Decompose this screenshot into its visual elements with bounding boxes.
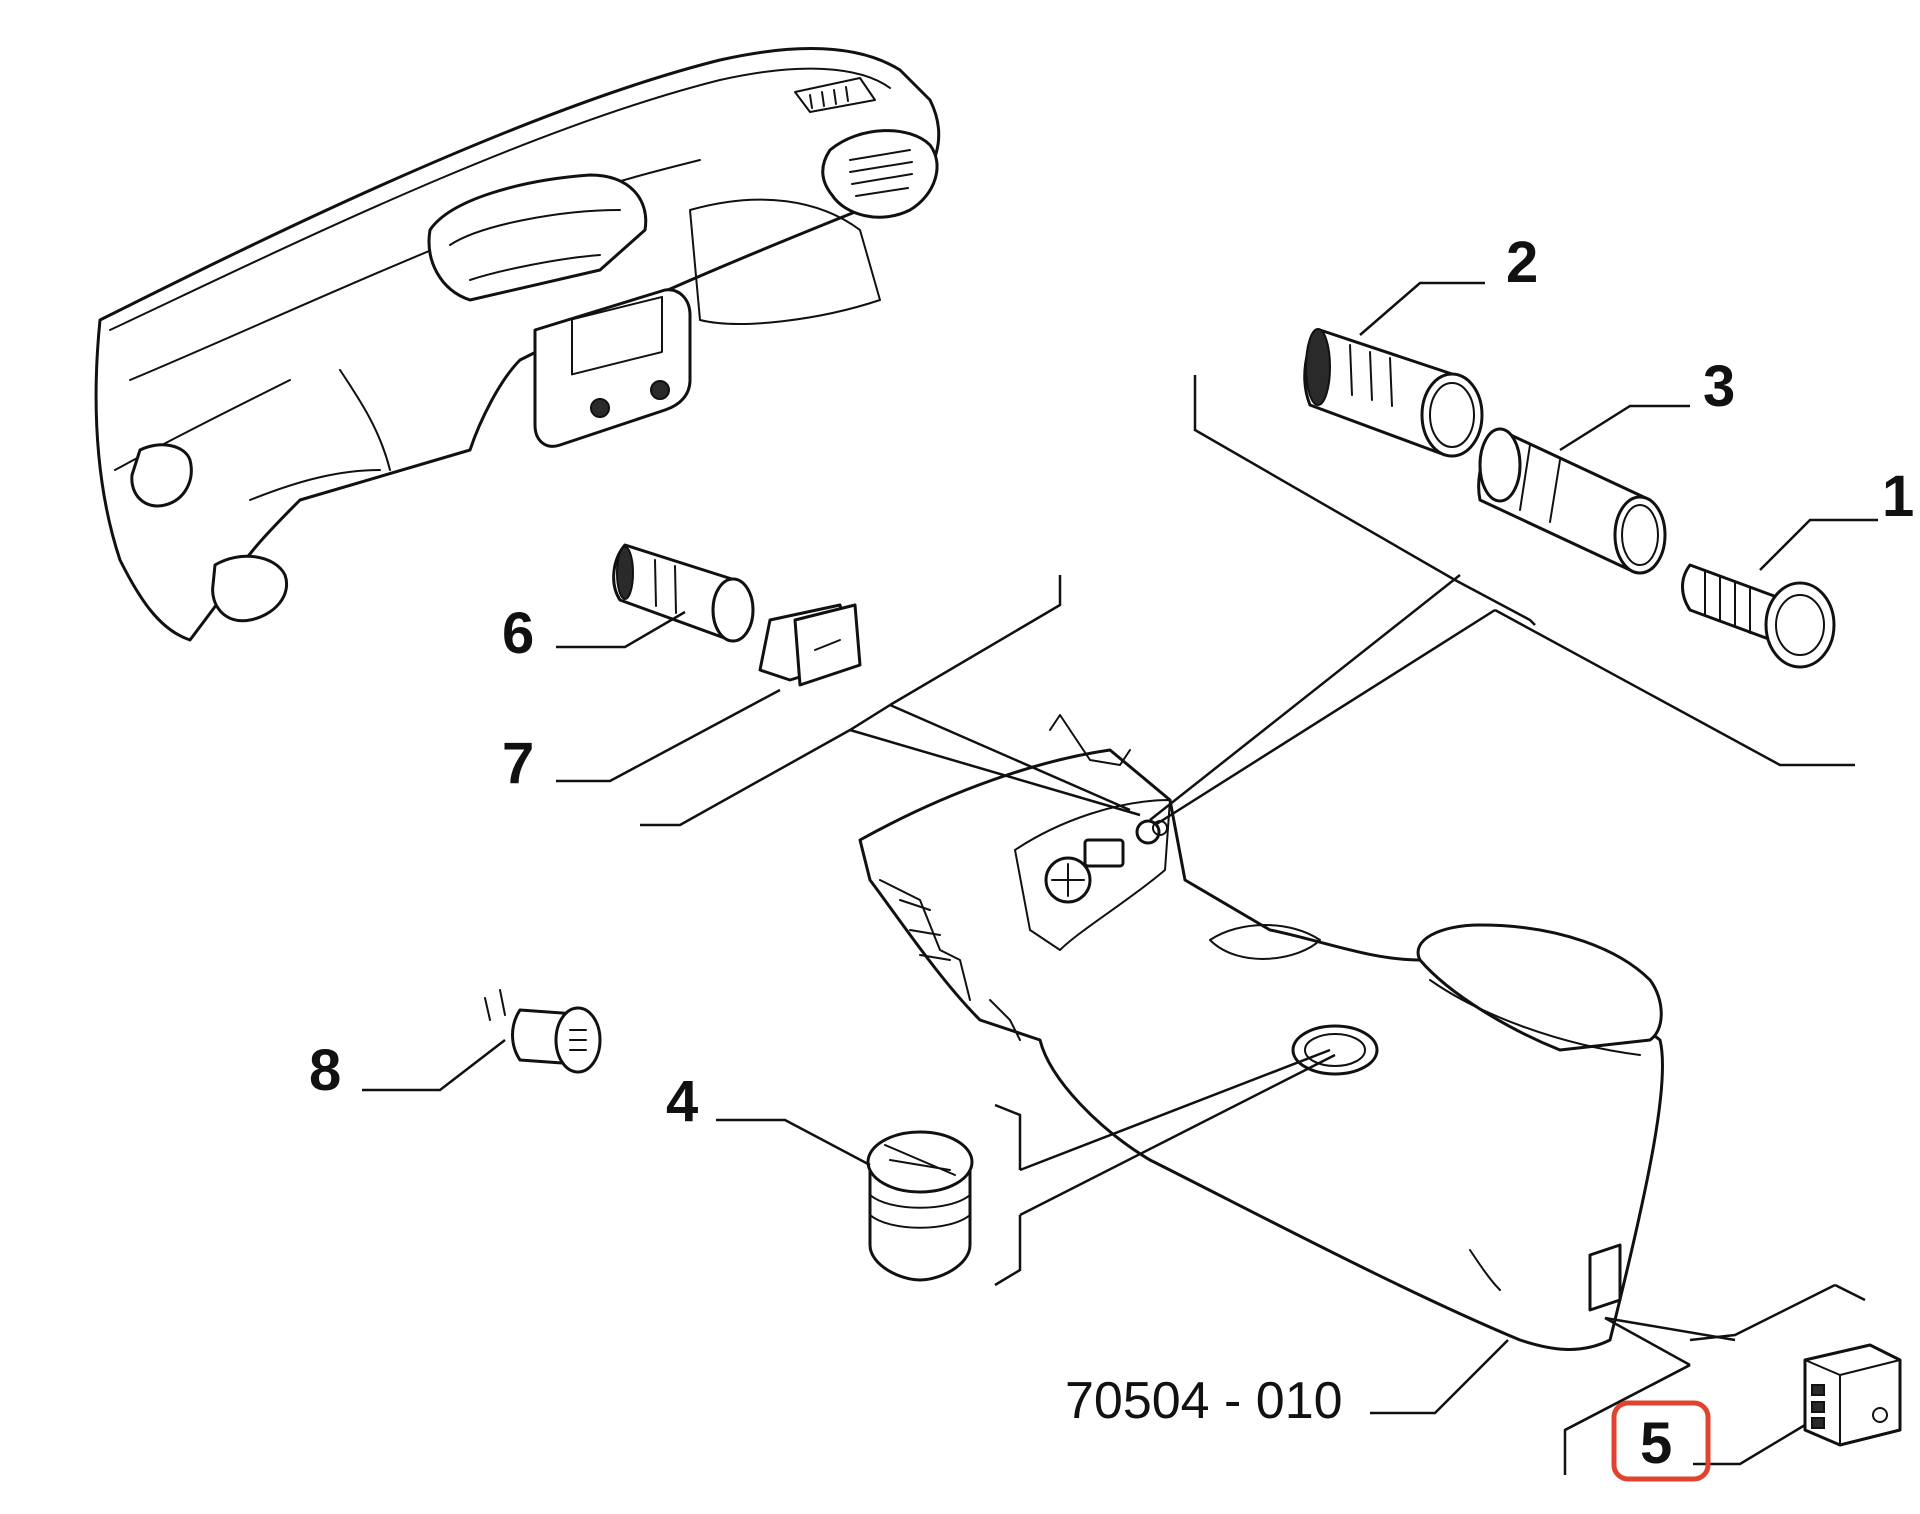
leader-code [1370,1339,1509,1415]
callout-1: 1 [1882,464,1914,529]
callout-2: 2 [1506,230,1538,295]
leader-3 [1559,404,1690,452]
leader-lines [362,281,1878,1466]
part-5-usb-port [1803,1343,1902,1447]
reference-code: 70504 - 010 [1065,1372,1343,1430]
leader-6 [556,610,686,649]
callout-4: 4 [666,1069,698,1134]
callout-5: 5 [1640,1411,1672,1476]
highlight-box-5 [1611,1400,1711,1482]
leader-4 [716,1118,871,1167]
callout-7: 7 [502,731,534,796]
part-1-lighter [1681,563,1836,669]
callout-3: 3 [1703,354,1735,419]
callout-6: 6 [502,601,534,666]
dashboard-assembly [94,47,941,642]
part-4-ashtray [866,1130,974,1282]
callout-labels: 1 2 3 4 5 6 7 8 70504 - 010 [309,230,1914,1476]
center-console-assembly [858,714,1665,1351]
part-7-button [758,603,862,687]
leader-1 [1759,518,1878,571]
part-8-switch [484,989,602,1074]
leader-8 [362,1039,506,1092]
leader-2 [1359,281,1485,336]
part-6-socket [612,543,755,643]
part-3-sleeve [1477,427,1667,575]
leader-7 [556,688,781,783]
callout-8: 8 [309,1038,341,1103]
part-2-socket-housing [1303,328,1484,458]
